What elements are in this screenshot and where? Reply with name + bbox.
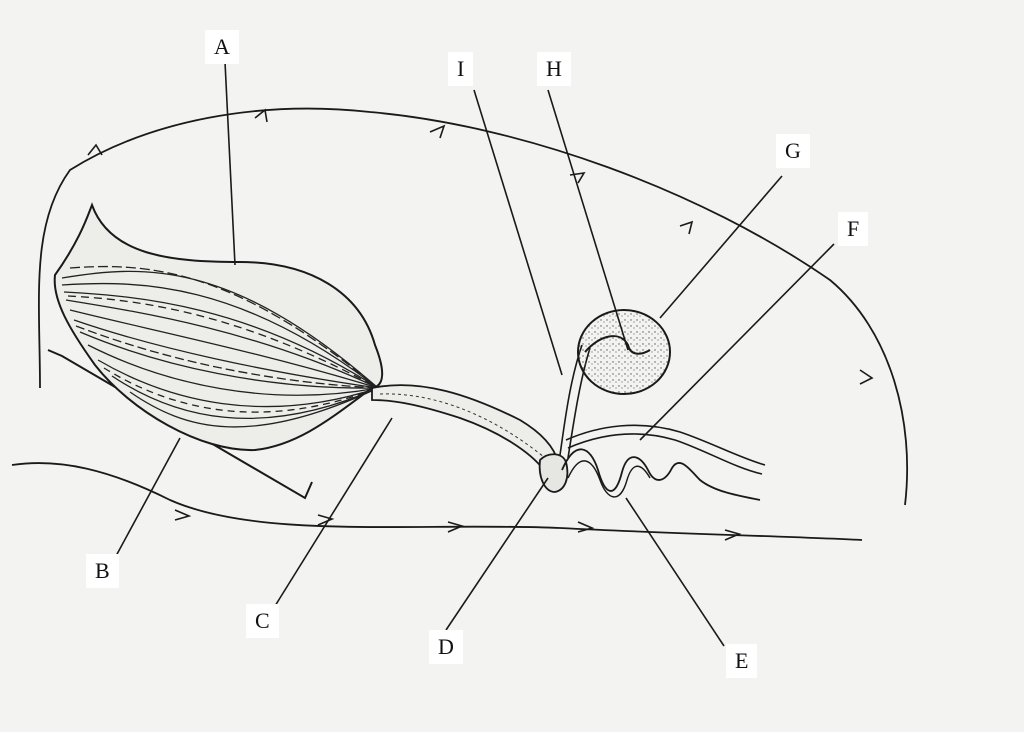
- label-f: F: [838, 212, 868, 246]
- label-d: D: [429, 630, 463, 664]
- label-e: E: [726, 644, 757, 678]
- label-a: A: [205, 30, 239, 64]
- tendon: [372, 385, 558, 470]
- nerve-branch-e: [562, 449, 760, 500]
- label-g: G: [776, 134, 810, 168]
- receptor-capsule: [578, 310, 670, 394]
- label-c: C: [246, 604, 279, 638]
- muscle-body: [55, 205, 382, 450]
- label-b: B: [86, 554, 119, 588]
- outer-membrane-lower: [12, 463, 862, 540]
- label-i: I: [448, 52, 473, 86]
- label-h: H: [537, 52, 571, 86]
- junction: [540, 454, 568, 492]
- nerve-branch-f: [566, 425, 765, 474]
